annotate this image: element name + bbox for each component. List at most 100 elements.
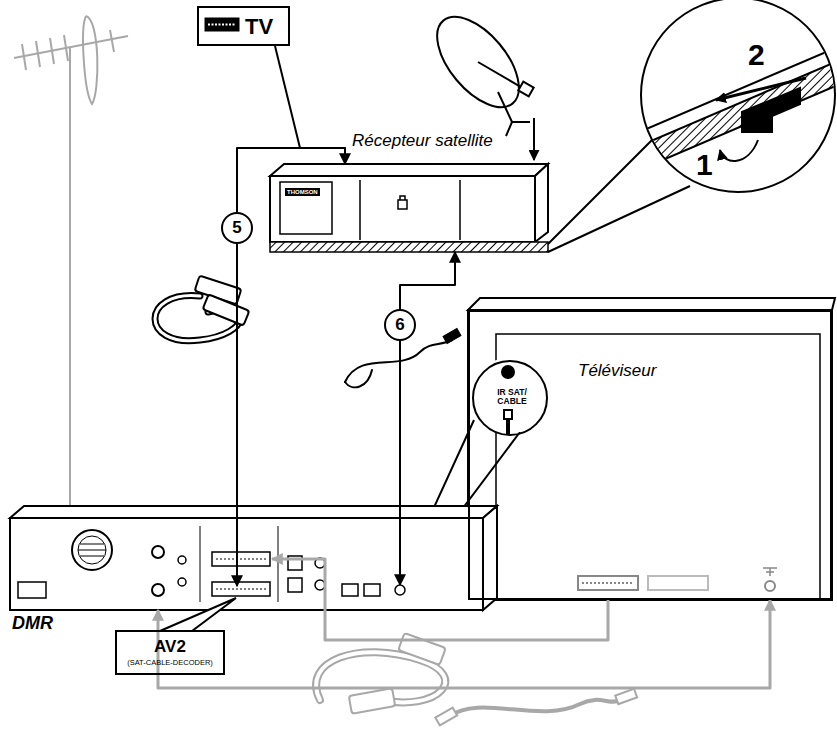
- callout-number: 5: [221, 212, 253, 244]
- recorder-back-panel-part: [216, 559, 266, 589]
- ir-zoom-part: [502, 366, 514, 378]
- cable-illustrations-part: [435, 708, 457, 726]
- cable-illustrations-part: [345, 340, 452, 382]
- television-part: [765, 581, 775, 591]
- satellite-receiver-part: [400, 196, 405, 200]
- tv-box: Téléviseur IR SAT/ CABLE: [468, 310, 832, 600]
- satellite-dish-part: [478, 62, 526, 90]
- recorder-back-panel-part: [483, 506, 497, 610]
- zoom-detail: [548, 0, 837, 252]
- zoom-detail-part: [716, 78, 806, 100]
- receiver-box: Récepteur satellite: [270, 164, 548, 252]
- cable-illustrations-part: [203, 294, 250, 325]
- satellite-receiver-part: [280, 182, 332, 234]
- cable-line: [237, 148, 345, 586]
- recorder-back-panel-part: [178, 578, 186, 586]
- recorder-back-panel-part: [78, 536, 106, 564]
- node-label: IR SAT/ CABLE: [489, 388, 535, 407]
- recorder-back-panel-part: [315, 558, 325, 568]
- recorder-back-panel-part: [152, 584, 164, 596]
- zoom-detail-part: [720, 140, 758, 161]
- recorder-back-panel-part: [288, 556, 302, 570]
- recorder-back-panel-part: [18, 582, 46, 598]
- tv-callout-part: [197, 6, 290, 46]
- tv-callout: [197, 6, 290, 46]
- television-part: [468, 298, 835, 310]
- brand-logo: THOMSON: [285, 188, 320, 196]
- television-part: [763, 568, 777, 576]
- satellite-dish-part: [498, 92, 530, 136]
- zoom-circle: IR SAT/ CABLE: [472, 360, 548, 436]
- satellite-receiver-part: [270, 164, 548, 176]
- satellite-receiver-part: [270, 242, 548, 252]
- television-part: [496, 334, 820, 600]
- recorder-back-panel-part: [395, 585, 405, 595]
- callout-box: TV: [197, 6, 290, 46]
- recorder-back-panel-part: [152, 546, 164, 558]
- tv-callout-part: [208, 24, 236, 26]
- zoom-detail-part: [630, 46, 837, 174]
- satellite-dish-part: [422, 3, 534, 122]
- ir-zoom-part: [506, 419, 510, 434]
- recorder-back-panel-part: [178, 556, 186, 564]
- television-part: [648, 576, 708, 590]
- step-number: 2: [748, 40, 765, 70]
- recorder-back-panel-part: [288, 578, 302, 592]
- av2-callout: [115, 598, 236, 675]
- cable-line: [400, 252, 455, 585]
- zoom-detail-part: [630, 60, 837, 174]
- grey-cable: [158, 600, 770, 688]
- television-part: [582, 582, 634, 584]
- antenna: [14, 16, 150, 575]
- recorder-back-panel-part: [200, 526, 278, 602]
- cable-illustrations-part: [443, 329, 461, 344]
- recorder-back-panel-part: [72, 530, 112, 570]
- recorder-back-panel-part: [78, 544, 106, 556]
- television: [468, 298, 835, 600]
- cable-illustrations-part: [450, 700, 620, 716]
- satellite-dish-part: [518, 82, 533, 97]
- node-label: Téléviseur: [578, 362, 708, 381]
- cable-illustrations-part: [349, 688, 395, 713]
- cable-illustrations-part: [615, 689, 637, 704]
- step-number: 1: [696, 150, 713, 180]
- satellite-receiver-part: [360, 180, 460, 240]
- satellite-receiver: [270, 164, 548, 252]
- antenna-part: [22, 30, 114, 70]
- antenna-part: [83, 16, 97, 104]
- callout-number: 6: [384, 309, 416, 341]
- node-label: Récepteur satellite: [352, 132, 542, 151]
- satellite-receiver-part: [535, 164, 548, 242]
- television-part: [468, 310, 832, 600]
- recorder-back-panel-part: [315, 580, 325, 590]
- cable-illustrations-part: [398, 633, 446, 665]
- tv-callout-part: [205, 18, 239, 31]
- television-part: [578, 576, 638, 590]
- ir-zoom-part: [470, 358, 546, 434]
- cable-line: [275, 46, 345, 164]
- av2-callout-part: [160, 598, 236, 631]
- recorder-back-panel-part: [364, 584, 380, 596]
- satellite-dish-part: [533, 118, 535, 160]
- recorder-back-panel-part: [342, 584, 358, 596]
- satellite-receiver-part: [270, 176, 535, 242]
- recorder-back-panel-part: [10, 518, 483, 610]
- antenna-part: [70, 48, 150, 575]
- cable-illustrations: [155, 276, 637, 726]
- recorder-box: DMR: [10, 506, 497, 610]
- node-label: AV2: [117, 638, 223, 657]
- recorder-back-panel: [10, 506, 497, 610]
- node-sublabel: (SAT-CABLE-DECODER): [117, 659, 223, 667]
- satellite-receiver-part: [398, 200, 407, 209]
- node-label: TV: [245, 15, 289, 39]
- av2-callout-part: [115, 630, 225, 675]
- ir-zoom-part: [504, 410, 512, 419]
- recorder-back-panel-part: [10, 506, 497, 518]
- cable-illustrations-part: [345, 370, 372, 387]
- callout-box: AV2 (SAT-CABLE-DECODER): [115, 630, 225, 675]
- node-label: DMR: [12, 614, 92, 634]
- zoom-detail-part: [742, 88, 800, 132]
